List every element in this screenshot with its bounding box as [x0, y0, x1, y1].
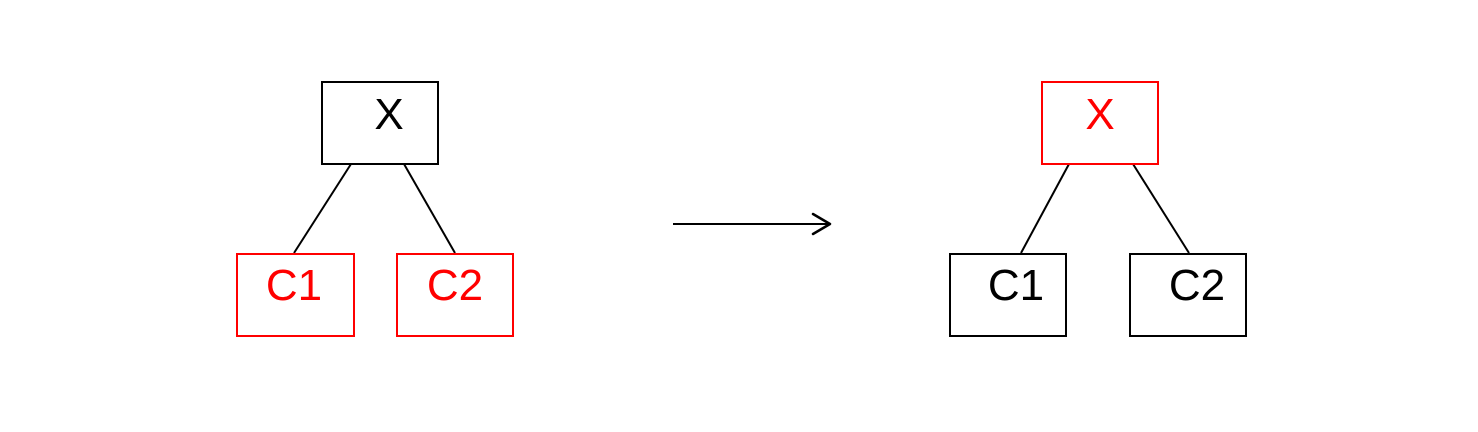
arrow-head-icon [811, 212, 832, 236]
before-child-c1-node: C1 [236, 253, 355, 337]
before-child-c1-label: C1 [266, 261, 322, 310]
after-root-box [1041, 81, 1159, 165]
after-tree: X C1 C2 [949, 81, 1247, 337]
after-child-c1-box [949, 253, 1067, 337]
before-edge-root-c1 [293, 163, 352, 254]
before-child-c2-node: C2 [396, 253, 514, 337]
before-child-c2-label: C2 [427, 261, 483, 310]
after-root-node: X [1041, 81, 1159, 165]
before-root-label: X [374, 90, 403, 139]
after-child-c2-box [1129, 253, 1247, 337]
before-root-node: X [321, 81, 439, 165]
before-child-c2-box [396, 253, 514, 337]
before-child-c1-box [236, 253, 355, 337]
after-child-c2-label: C2 [1169, 261, 1225, 310]
after-child-c1-label: C1 [988, 261, 1044, 310]
after-edge-root-c1 [1020, 163, 1070, 254]
before-edge-root-c2 [403, 163, 456, 254]
transition-arrow [673, 212, 832, 236]
before-tree: X C1 C2 [236, 81, 514, 337]
after-root-label: X [1085, 90, 1114, 139]
after-child-c1-node: C1 [949, 253, 1067, 337]
after-edge-root-c2 [1132, 163, 1190, 254]
before-root-box [321, 81, 439, 165]
after-child-c2-node: C2 [1129, 253, 1247, 337]
